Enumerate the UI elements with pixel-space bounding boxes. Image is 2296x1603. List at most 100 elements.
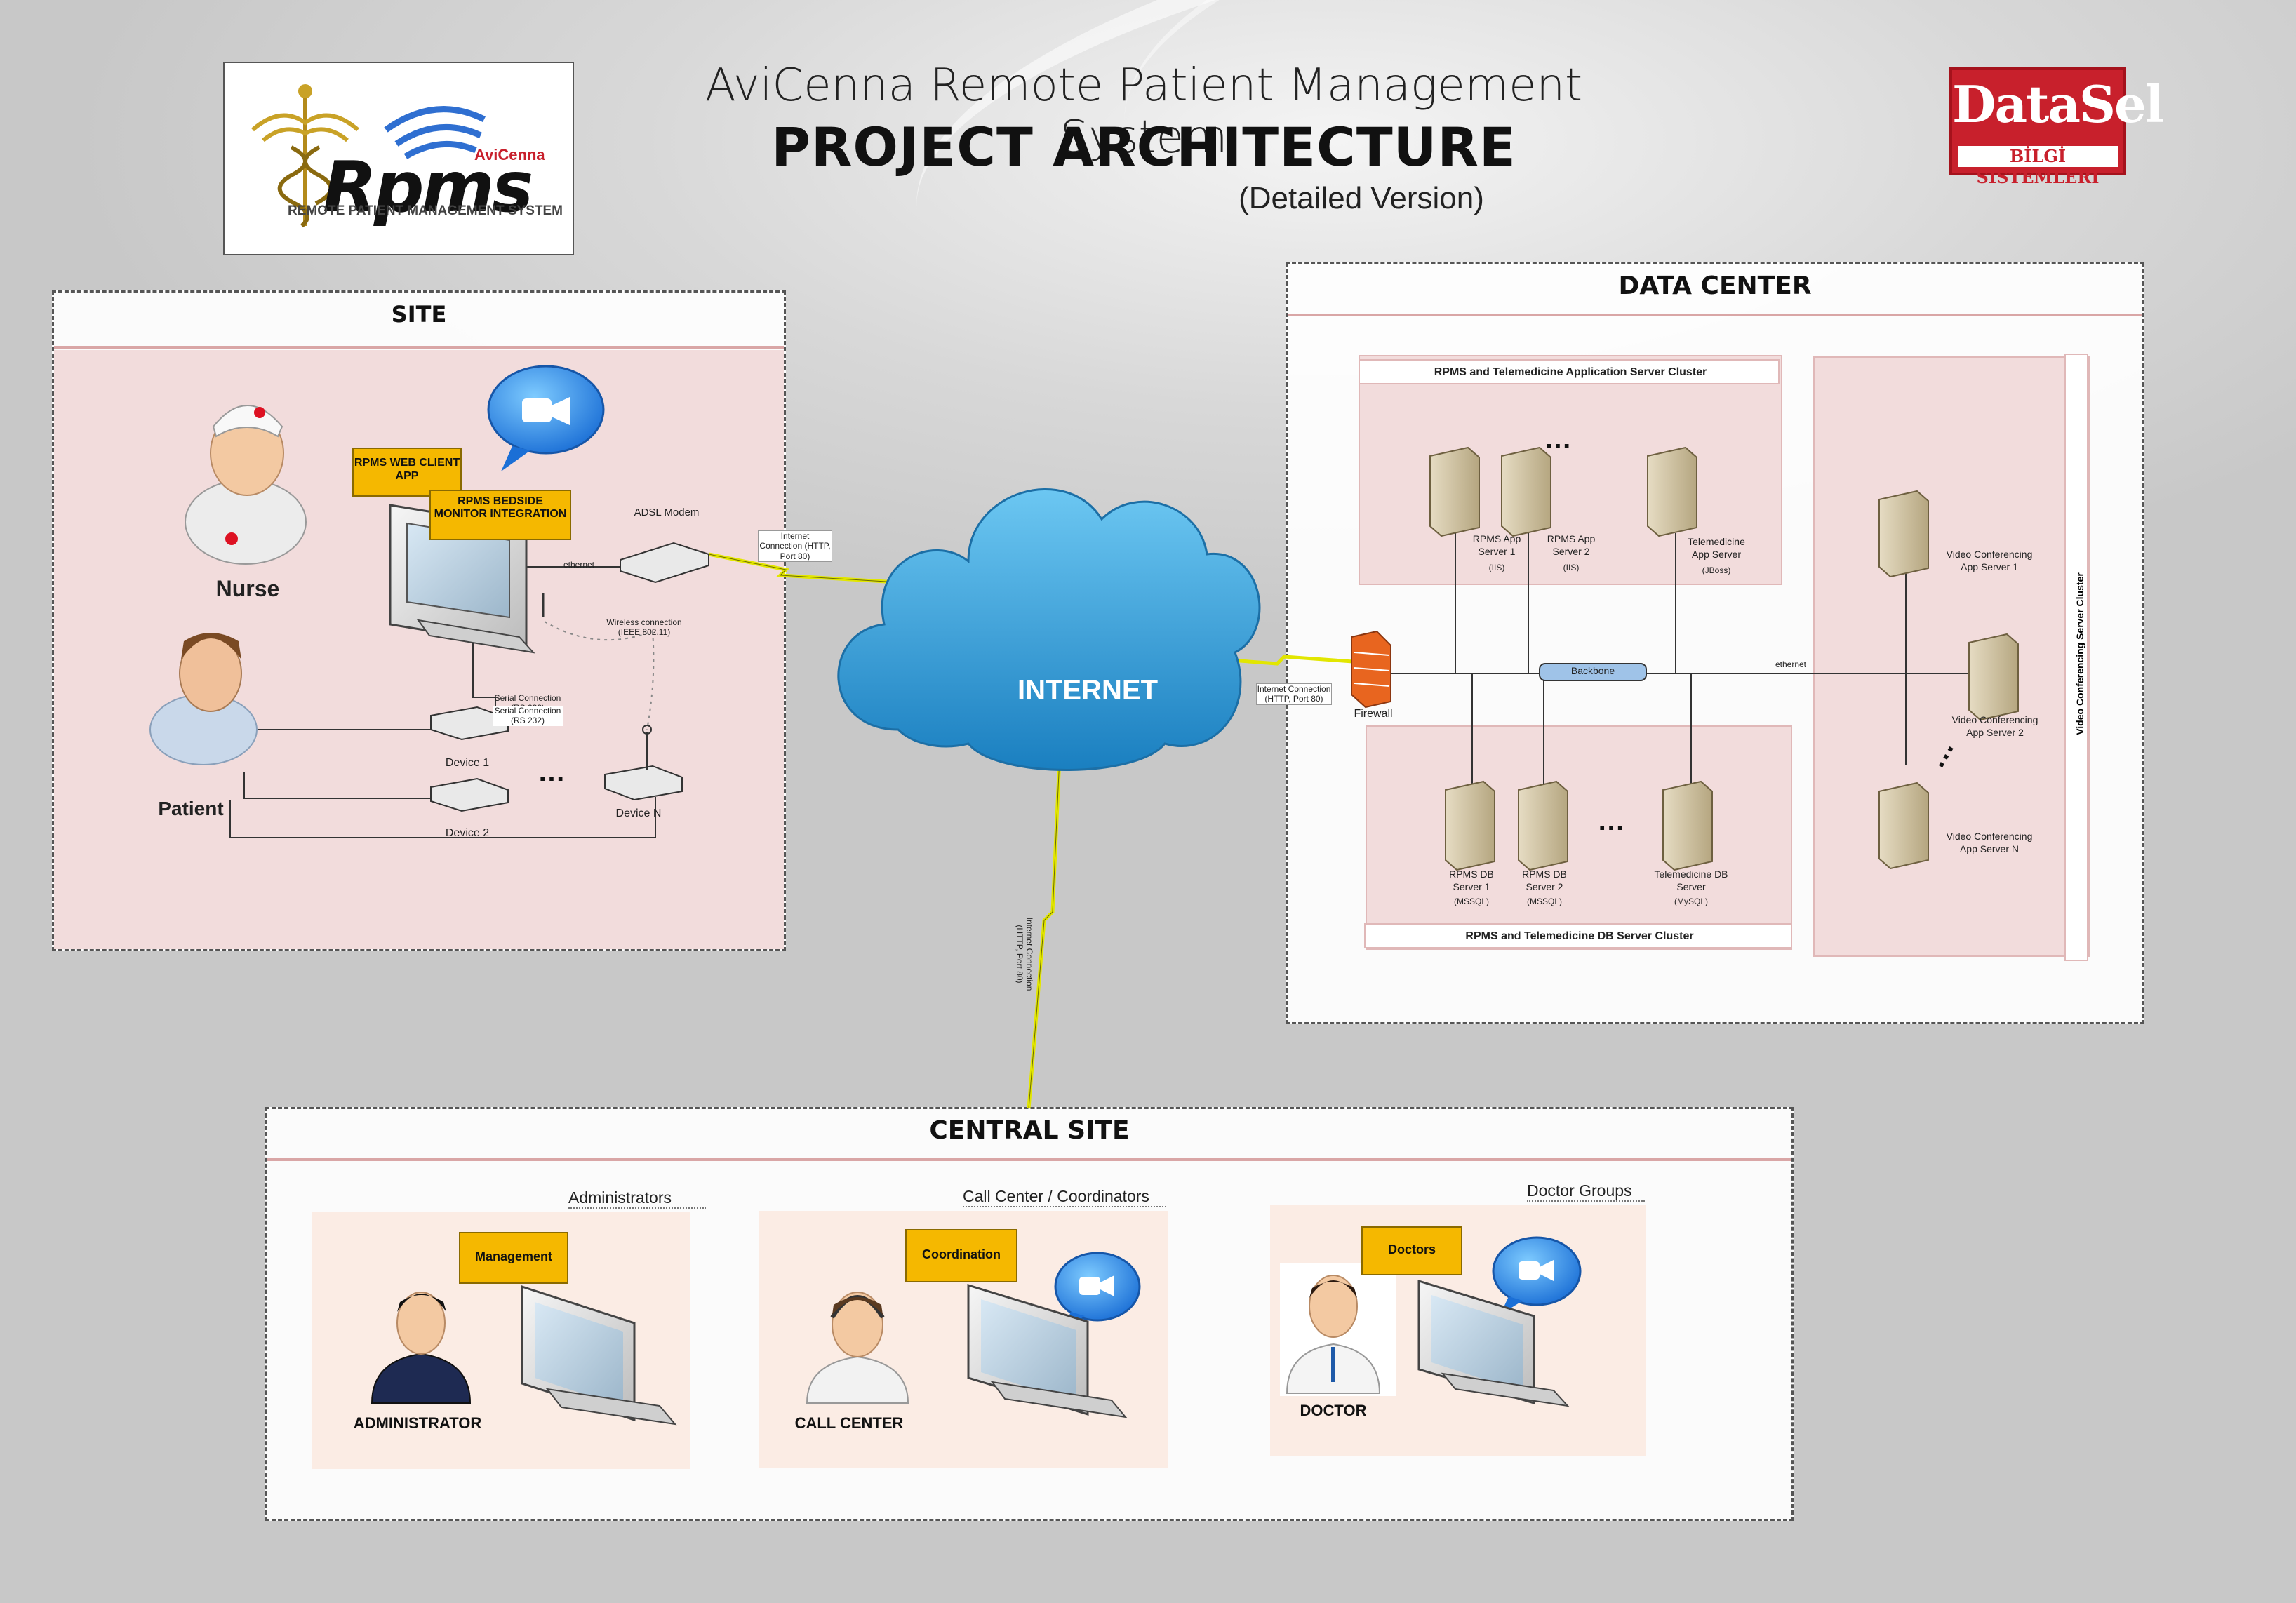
site-internet-conn-label: Internet Connection (HTTP, Port 80) [758, 530, 832, 563]
logo-tagline: REMOTE PATIENT MANAGEMENT SYSTEM [288, 203, 563, 218]
app-cluster-header: RPMS and Telemedicine Application Server… [1359, 359, 1780, 384]
video-call-icon [487, 365, 605, 471]
wireless-label: Wireless connection (IEEE 802.11) [606, 617, 682, 638]
dc-ethernet-label: ethernet [1775, 659, 1807, 669]
central-internet-conn-label: Internet Connection (HTTP, Port 80) [1014, 917, 1034, 991]
rpms-app-server-2-icon [1501, 446, 1551, 537]
video-call-icon-callcenter [1054, 1252, 1141, 1330]
rpms-db-server-2-icon [1518, 780, 1568, 871]
administrator-icon [371, 1292, 472, 1404]
db-server-2-label: RPMS DB Server 2 [1522, 868, 1567, 892]
site-panel: SITE [52, 290, 786, 951]
backbone-bar [1539, 663, 1647, 681]
patient-icon [149, 633, 258, 765]
db-server-1-tech: (MSSQL) [1453, 897, 1489, 906]
video-server-n-icon [1878, 782, 1929, 870]
call-center-label: CALL CENTER [794, 1414, 904, 1432]
video-server-2-icon [1968, 633, 2019, 721]
callcenter-group-header: Call Center / Coordinators [963, 1187, 1166, 1207]
doctors-callout: Doctors [1361, 1226, 1462, 1275]
data-center-title: DATA CENTER [1618, 271, 1812, 300]
patient-label: Patient [158, 798, 224, 819]
video-server-1-icon [1878, 490, 1929, 578]
device-1-icon [430, 706, 509, 741]
call-center-agent-icon [806, 1292, 909, 1404]
datacenter-wiring [1387, 533, 1973, 793]
management-callout: Management [459, 1232, 568, 1284]
firewall-label: Firewall [1354, 708, 1393, 720]
internet-link-site-outline [708, 554, 899, 583]
firewall-icon [1351, 630, 1391, 709]
rpms-db-server-1-icon [1445, 780, 1495, 871]
central-site-title: CENTRAL SITE [929, 1116, 1130, 1145]
page-subtitle: (Detailed Version) [1239, 181, 1484, 215]
video-call-icon-doctor [1492, 1236, 1582, 1315]
page-title: PROJECT ARCHITECTURE [771, 116, 1516, 178]
callcenter-monitor-icon [967, 1283, 1128, 1418]
adsl-modem-icon [620, 542, 709, 584]
telemedicine-app-server-tech: (JBoss) [1702, 565, 1731, 575]
video-server-2-label: Video Conferencing App Server 2 [1951, 714, 2038, 738]
logo-brand: Rpms [323, 146, 533, 228]
device-2-icon [430, 777, 509, 812]
device-n-icon [604, 725, 683, 801]
internet-cloud [837, 488, 1261, 771]
doctor-monitor-icon [1417, 1279, 1570, 1407]
site-ethernet-label: ethernet [563, 560, 595, 570]
device-1-label: Device 1 [445, 757, 490, 769]
app-server-2-label: RPMS App Server 2 [1547, 533, 1596, 557]
telemedicine-app-server-label: Telemedicine App Server [1688, 536, 1745, 560]
db-server-1-label: RPMS DB Server 1 [1449, 868, 1494, 892]
site-wiring [229, 566, 656, 838]
telemedicine-db-server-icon [1662, 780, 1713, 871]
device-2-label: Device 2 [445, 827, 490, 839]
video-server-1-label: Video Conferencing App Server 1 [1946, 549, 2033, 572]
logo-brand-small: AviCenna [474, 146, 545, 163]
divider [267, 1158, 1791, 1161]
admin-group-header: Administrators [568, 1188, 706, 1209]
adsl-label: ADSL Modem [634, 507, 700, 518]
device-n-label: Device N [615, 807, 662, 819]
video-server-n-label: Video Conferencing App Server N [1946, 831, 2033, 854]
doctor-icon [1280, 1263, 1396, 1396]
servers [1429, 446, 2019, 871]
app-cluster-area [1359, 355, 1782, 585]
bedside-callout: RPMS BEDSIDE MONITOR INTEGRATION [429, 490, 571, 540]
backbone-label: Backbone [1570, 665, 1615, 676]
app-server-1-label: RPMS App Server 1 [1472, 533, 1521, 557]
app-server-1-tech: (IIS) [1488, 563, 1505, 572]
db-cluster-area [1366, 725, 1792, 950]
divider [54, 346, 784, 349]
serial-label-2: Serial Connection (RS 232) [493, 706, 563, 726]
admin-monitor-icon [521, 1285, 677, 1426]
divider [1288, 314, 2142, 316]
rpms-logo: AviCenna Rpms REMOTE PATIENT MANAGEMENT … [223, 62, 574, 255]
video-cluster-header: Video Conferencing Server Cluster [2064, 354, 2088, 961]
app-cluster-title: RPMS and Telemedicine Application Server… [1434, 366, 1707, 378]
system-title: AviCenna Remote Patient Management Syste… [705, 60, 1583, 163]
telemedicine-app-server-icon [1647, 446, 1697, 537]
db-cluster-title: RPMS and Telemedicine DB Server Cluster [1465, 930, 1694, 942]
doctor-group-header: Doctor Groups [1527, 1181, 1645, 1202]
coordination-callout: Coordination [905, 1229, 1017, 1282]
dc-internet-conn-label: Internet Connection (HTTP, Port 80) [1256, 683, 1332, 705]
app-server-2-tech: (IIS) [1563, 563, 1580, 572]
db-cluster-header: RPMS and Telemedicine DB Server Cluster [1364, 923, 1792, 948]
web-client-callout: RPMS WEB CLIENT APP [352, 448, 462, 497]
nurse-icon [185, 405, 307, 565]
datasel-sub: BİLGİ SİSTEMLERİ [1958, 146, 2118, 187]
telemedicine-db-server-label: Telemedicine DB Server [1654, 868, 1728, 892]
doctor-label: DOCTOR [1300, 1402, 1367, 1419]
internet-link-central-outline [1028, 757, 1060, 1109]
internet-link-datacenter [1220, 655, 1363, 666]
app-servers-ellipsis: … [1544, 424, 1575, 455]
rpms-app-server-1-icon [1429, 446, 1480, 537]
video-cluster-area [1813, 356, 2090, 957]
telemedicine-db-server-tech: (MySQL) [1674, 897, 1708, 906]
db-server-2-tech: (MSSQL) [1526, 897, 1562, 906]
nurse-label: Nurse [215, 576, 280, 601]
site-title: SITE [391, 301, 447, 328]
db-servers-ellipsis: … [1597, 805, 1628, 836]
